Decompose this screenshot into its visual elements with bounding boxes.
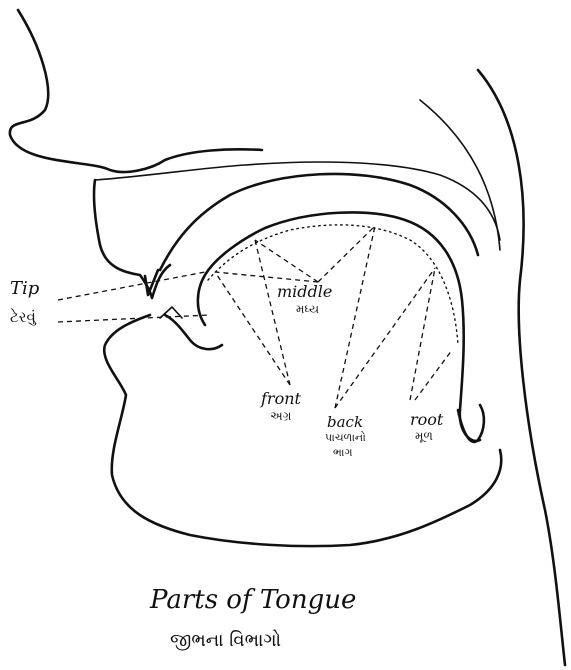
palate-line bbox=[160, 174, 478, 270]
tip-gujarati-label: ટેરવું bbox=[10, 308, 36, 326]
tongue-outline bbox=[198, 212, 480, 441]
front-label: front bbox=[261, 389, 301, 408]
back-gujarati-label-1: પાચળાનો bbox=[325, 431, 366, 445]
middle-gujarati-label: મધ્ય bbox=[296, 302, 319, 317]
caption-title: Parts of Tongue bbox=[150, 585, 356, 615]
front-gujarati-label: અગ્ર bbox=[270, 409, 291, 424]
back-gujarati-label-2: ભાગ bbox=[333, 446, 353, 460]
root-label: root bbox=[410, 410, 443, 429]
middle-label: middle bbox=[277, 282, 332, 301]
lower-teeth bbox=[165, 315, 222, 349]
lower-lip-jaw bbox=[104, 315, 501, 546]
nose-profile bbox=[10, 10, 262, 172]
nasopharynx-line bbox=[420, 100, 500, 250]
tongue-surface-dotted bbox=[208, 225, 458, 345]
caption-subtitle: જીભના વિભાગો bbox=[170, 630, 281, 651]
root-gujarati-label: મૂળ bbox=[415, 429, 433, 444]
back-label: back bbox=[327, 413, 363, 431]
tip-label: Tip bbox=[10, 278, 39, 299]
pharynx-wall bbox=[478, 70, 565, 665]
epiglottis bbox=[458, 405, 484, 442]
